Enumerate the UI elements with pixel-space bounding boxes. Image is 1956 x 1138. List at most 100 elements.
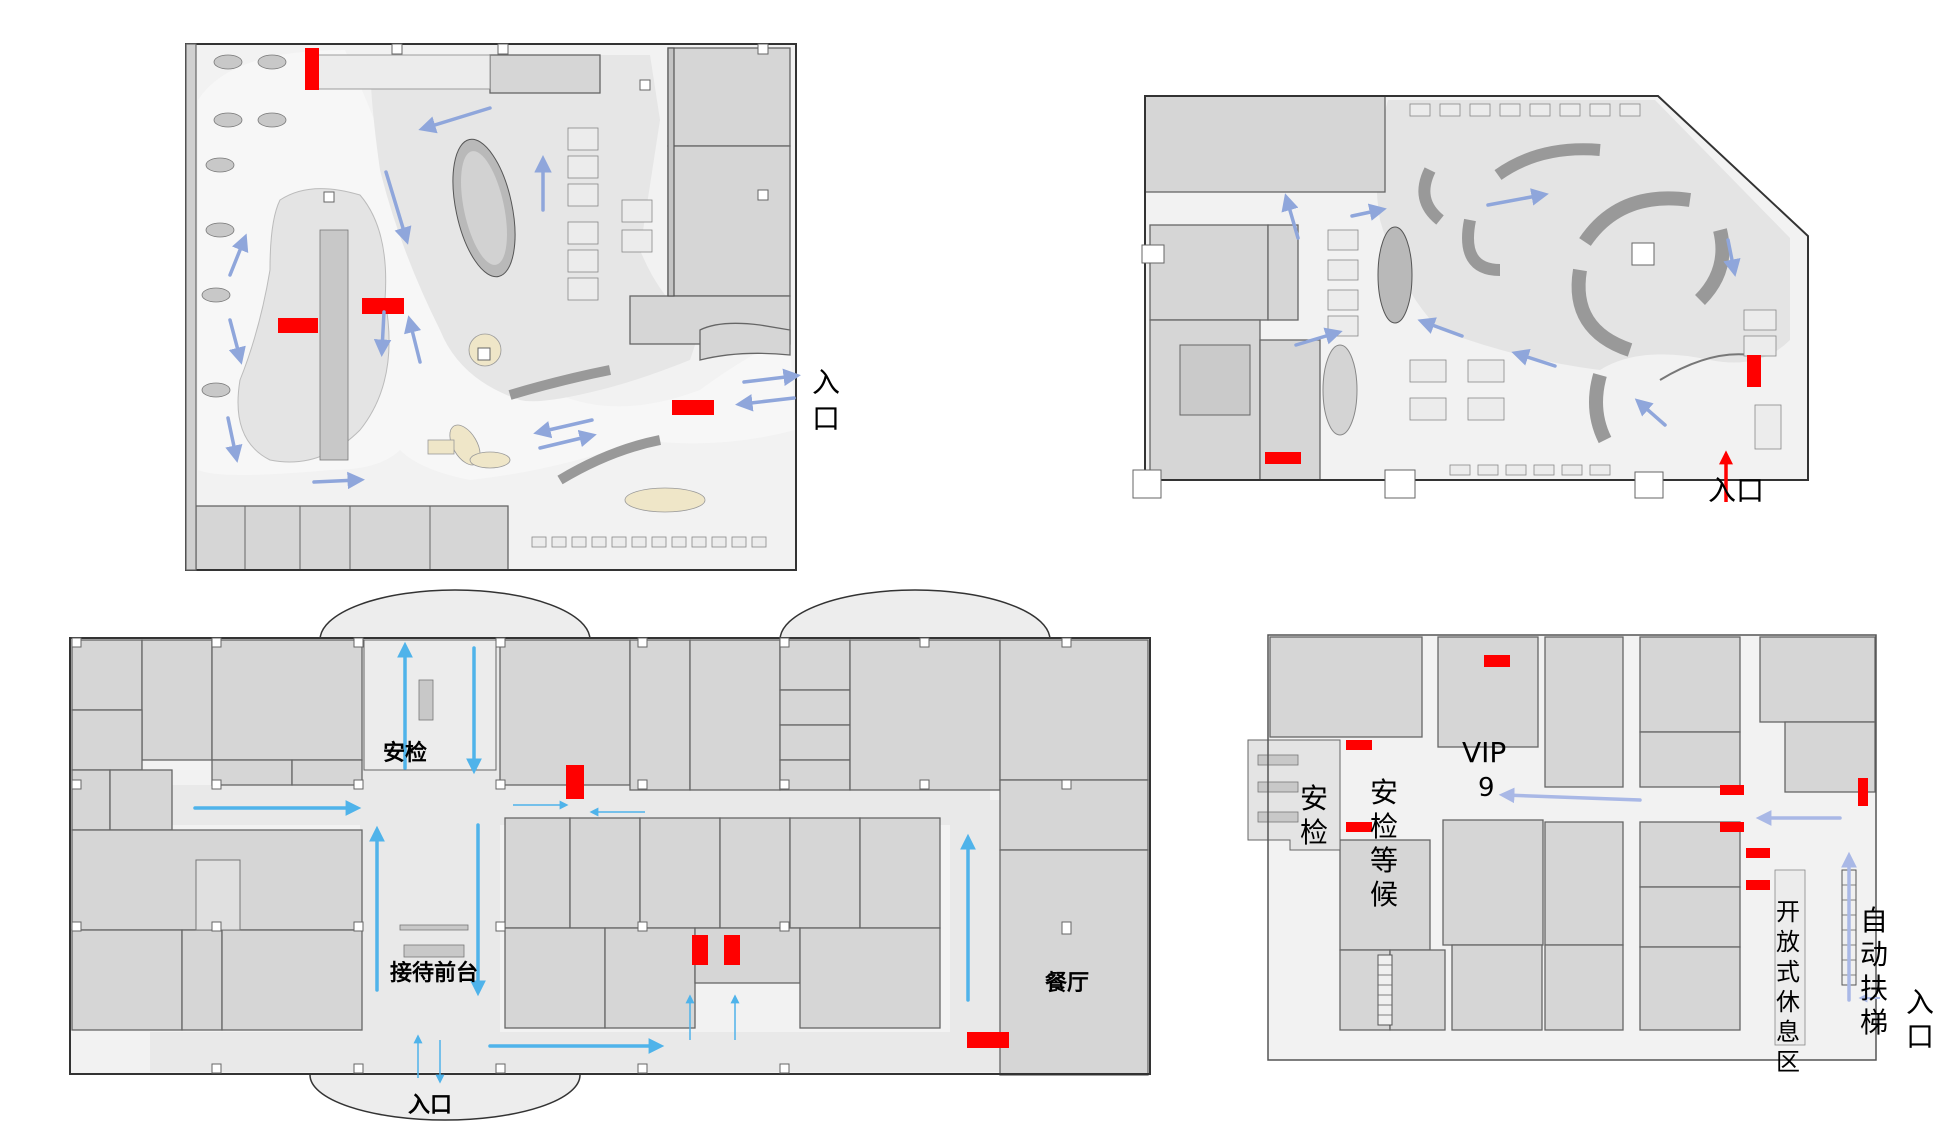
plan1-marker-1	[305, 48, 319, 90]
plan1-curved-bench-1	[508, 365, 611, 400]
plan2-arrow-3	[1294, 327, 1343, 347]
plan4-label-wait-2: 检	[1370, 810, 1398, 843]
plan4-scanner-3	[1257, 811, 1299, 823]
plan4-marker-3	[1346, 822, 1372, 832]
plan2-arrow-5	[1723, 238, 1741, 277]
plan3-security-scanner	[418, 679, 434, 721]
plan1-arrow-9	[404, 315, 422, 364]
plan2-room-inner	[1179, 344, 1251, 416]
plan4-label-lounge-2: 放	[1776, 928, 1800, 956]
plan2-curved-sofa-6	[1418, 167, 1445, 225]
plan3-thin-arrows	[413, 800, 740, 1084]
plan1-bottom-chairs	[531, 536, 767, 548]
plan1-central-floor	[370, 55, 700, 402]
plan1-entrance-label-1: 入	[812, 366, 840, 399]
plan2-arrow-1	[1281, 193, 1300, 240]
plan3-corridor-right	[950, 800, 1000, 1070]
plan3-label-reception: 接待前台	[390, 960, 478, 985]
plan4-label-lounge-4: 休	[1776, 988, 1800, 1016]
plan4-label-lounge-6: 区	[1776, 1048, 1800, 1076]
plan1-arrow-13	[735, 394, 796, 412]
plan4-label-escalator-2: 动	[1860, 938, 1888, 971]
plan4-label-security-1: 安	[1300, 782, 1328, 815]
plan4-marker-2	[1346, 740, 1372, 750]
plan3-label-security: 安检	[383, 740, 427, 765]
plan2-arrow-8	[1634, 398, 1667, 427]
plan3-flow-arrows	[193, 641, 976, 1054]
plan4-marker-1	[1484, 655, 1510, 667]
plan1-arrow-7	[312, 471, 365, 490]
plan1-beige-seat-3	[469, 451, 511, 469]
plan2-bottom-chairs	[1449, 464, 1611, 476]
plan1-beige-seat-2	[427, 439, 455, 455]
plan2-curved-sofa-3	[1694, 228, 1730, 305]
plan3-rooms-left	[71, 829, 363, 1031]
plan2-top-chairs	[1409, 103, 1641, 117]
plan3-marker-3	[724, 935, 740, 965]
plan2-room-left-2	[1267, 224, 1299, 321]
plan2-room-top-left	[1144, 95, 1386, 193]
plan4-rooms	[1269, 636, 1876, 1046]
plan3-rooms-top	[71, 639, 1149, 831]
plan4-scanner-1	[1257, 754, 1299, 766]
plan2-flow-arrows	[1281, 188, 1741, 427]
plan2-room-left-1	[1149, 224, 1269, 321]
plan2-entrance-label: 入口	[1708, 474, 1764, 507]
plan1-marker-2	[362, 298, 404, 314]
plan1-oval-table-inner	[461, 151, 507, 265]
plan1-arrow-3	[384, 170, 412, 245]
plan1-arrow-10	[533, 418, 594, 439]
plan3-marker-2	[692, 935, 708, 965]
plan1-arrow-8	[373, 310, 392, 357]
plan-top-right: 入口	[1132, 95, 1809, 507]
plan2-chair-grid	[1327, 229, 1782, 450]
plan4-label-lounge-5: 息	[1776, 1018, 1800, 1046]
plan-top-left: 入 口	[185, 43, 840, 571]
plan4-flow-arrows	[1498, 787, 1880, 1003]
plan4-marker-8	[1858, 778, 1868, 806]
plan4-label-wait-1: 安	[1370, 776, 1398, 809]
plan4-arrow-1	[1498, 787, 1642, 804]
plan4-label-wait-4: 候	[1370, 878, 1398, 911]
plan2-outline	[1144, 95, 1809, 481]
plan3-reception-counter-2	[403, 944, 465, 958]
plan4-label-escalator-3: 扶	[1860, 972, 1888, 1005]
plan1-chair-cluster-right	[567, 127, 653, 301]
plan1-arrow-1	[418, 106, 492, 134]
plan1-marker-3	[278, 318, 318, 333]
plan2-curved-sofa-4	[1494, 143, 1601, 180]
plan2-arrow-7	[1511, 348, 1557, 368]
plan4-label-wait-3: 等	[1370, 844, 1398, 877]
plan1-flow-arrows	[225, 106, 801, 490]
plan1-long-table	[319, 229, 349, 461]
plan1-lounge-chairs-left	[201, 54, 287, 398]
plan4-label-vip-number: 9	[1478, 773, 1495, 803]
plan-bottom-left: 安检 接待前台 餐厅 入口	[69, 589, 1151, 1121]
plan1-pillars	[323, 43, 769, 361]
plan3-label-restaurant: 餐厅	[1045, 970, 1089, 995]
plan4-label-escalator-1: 自	[1860, 904, 1888, 937]
plan3-rooms-center	[504, 779, 1149, 1076]
plan2-curved-sofa-2	[1571, 268, 1633, 357]
plan1-curved-bench-2	[557, 435, 661, 485]
plan4-label-lounge-1: 开	[1776, 898, 1800, 926]
plan1-entrance-label-2: 口	[812, 402, 840, 435]
plan3-marker-4	[967, 1032, 1009, 1048]
plan2-pillars	[1132, 244, 1664, 499]
plan3-marker-1	[566, 765, 584, 799]
plan2-curved-sofa-5	[1462, 218, 1501, 276]
plan3-label-entrance: 入口	[408, 1092, 452, 1117]
plan2-center-pillar	[1631, 242, 1655, 266]
plan2-curve-line	[1659, 353, 1751, 381]
plan1-arrow-5	[228, 318, 246, 365]
plan1-wall-left	[185, 43, 197, 571]
plan2-curved-sofa-1	[1579, 191, 1691, 247]
plan2-oval-table-1	[1377, 226, 1413, 324]
plan1-bottom-rooms	[195, 505, 509, 571]
plan1-top-counter	[489, 54, 601, 94]
plan1-marker-4	[672, 400, 714, 415]
plan4-label-escalator-4: 梯	[1860, 1006, 1888, 1039]
plan3-reception-counter-1	[399, 924, 469, 931]
plan1-arrow-12	[742, 368, 801, 386]
